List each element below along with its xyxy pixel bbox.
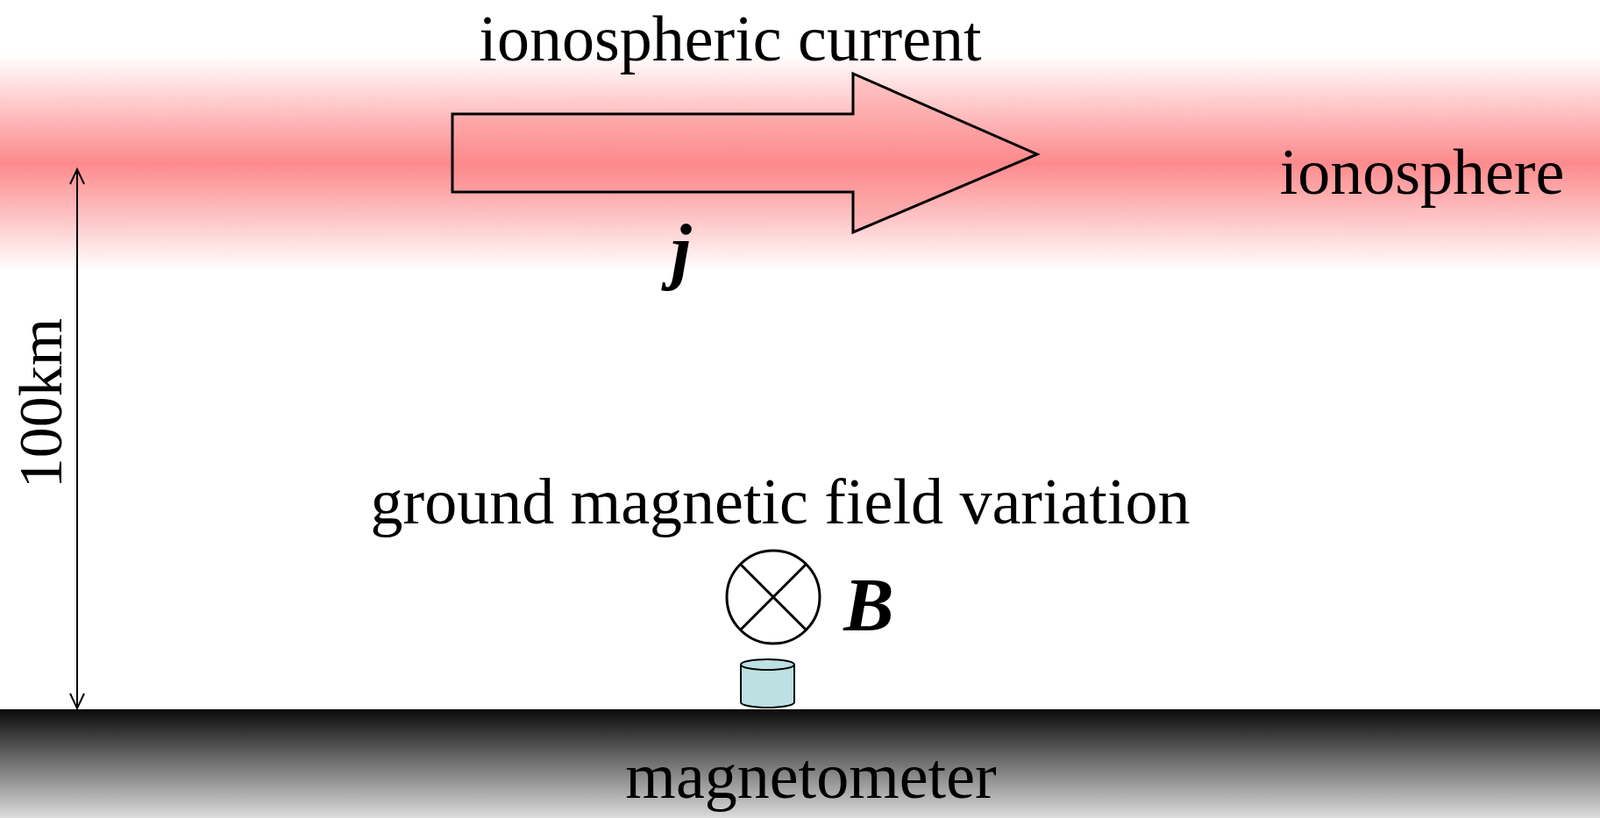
current-density-symbol: j <box>670 213 691 288</box>
height-dimension-label: 100km <box>10 318 72 489</box>
magnetometer-icon <box>740 659 795 708</box>
current-label: ionospheric current <box>478 6 982 72</box>
height-dimension <box>70 169 85 709</box>
ionosphere-band <box>0 54 1600 272</box>
field-into-page-symbol <box>726 550 820 644</box>
current-arrow <box>452 73 1038 233</box>
ground <box>0 709 1600 818</box>
instrument-label: magnetometer <box>625 743 996 809</box>
field-variation-label: ground magnetic field variation <box>370 469 1191 534</box>
magnetic-field-symbol: B <box>843 567 894 643</box>
layer-label: ionosphere <box>1280 139 1565 205</box>
